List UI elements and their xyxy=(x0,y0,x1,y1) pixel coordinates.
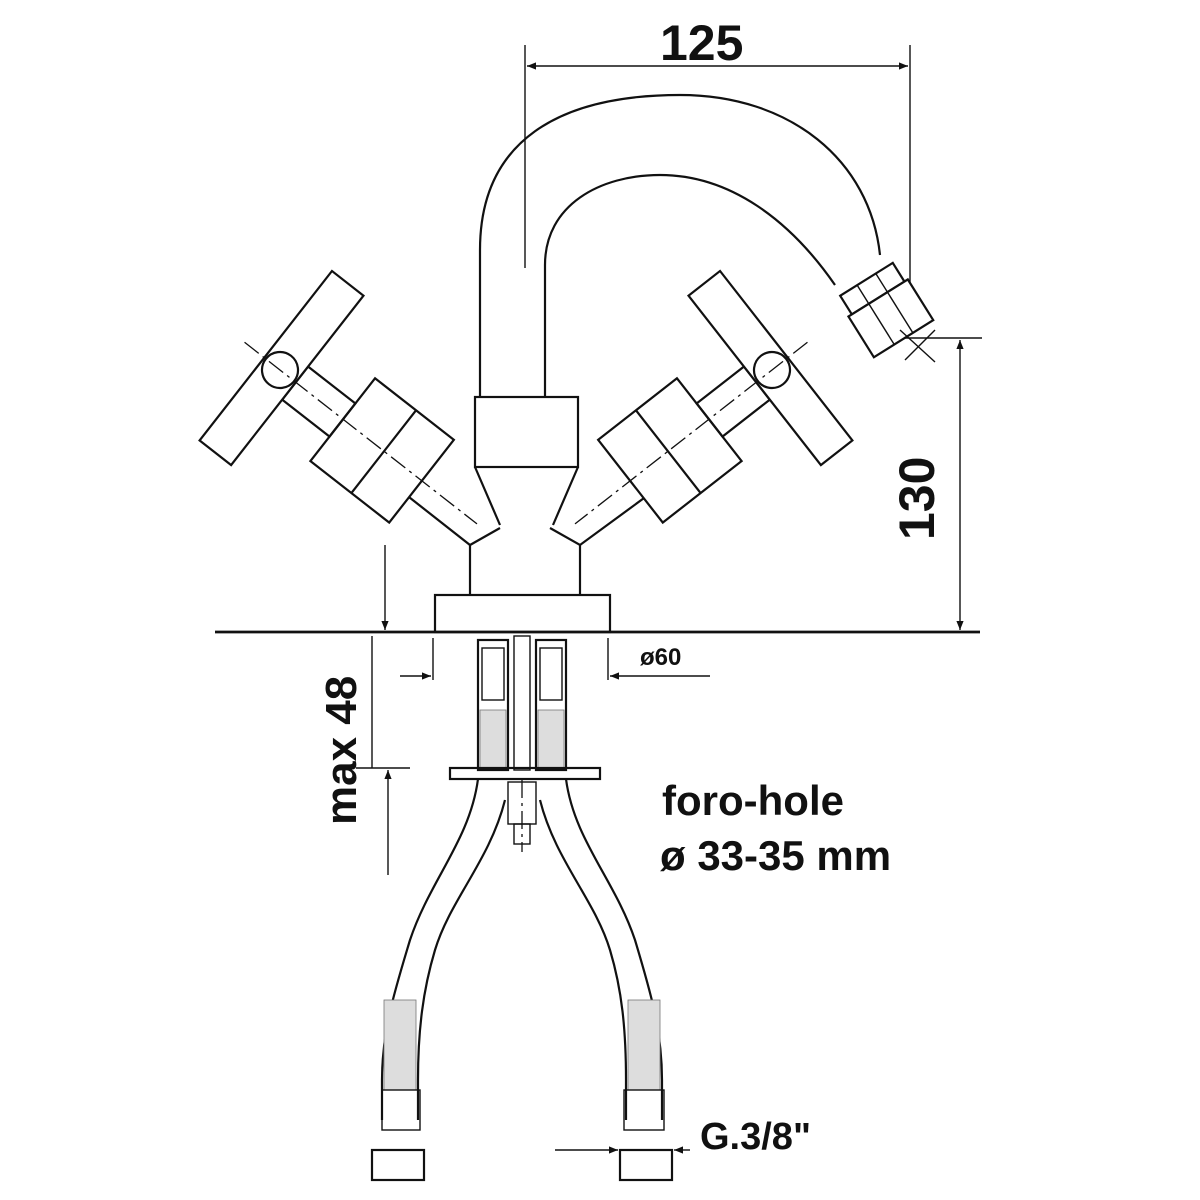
dimension-label-max-48: max 48 xyxy=(317,675,366,825)
dimension-max-48 xyxy=(356,545,410,875)
mounting-washer xyxy=(448,766,602,781)
dimension-label-125: 125 xyxy=(660,15,744,71)
hole-note-line2: ø 33-35 mm xyxy=(660,832,892,879)
spout-nozzle xyxy=(838,261,935,359)
dimension-label-130: 130 xyxy=(889,456,945,540)
hole-note-line1: foro-hole xyxy=(662,777,844,824)
supply-hoses xyxy=(370,635,690,1182)
thread-label: G.3/8" xyxy=(700,1116,811,1158)
spout xyxy=(478,93,936,397)
dimension-130 xyxy=(905,337,982,630)
dimension-label-diameter-60: ø60 xyxy=(640,644,682,671)
left-cross-handle xyxy=(198,269,478,525)
right-cross-handle xyxy=(574,269,854,525)
dimension-diameter-60 xyxy=(400,638,710,680)
